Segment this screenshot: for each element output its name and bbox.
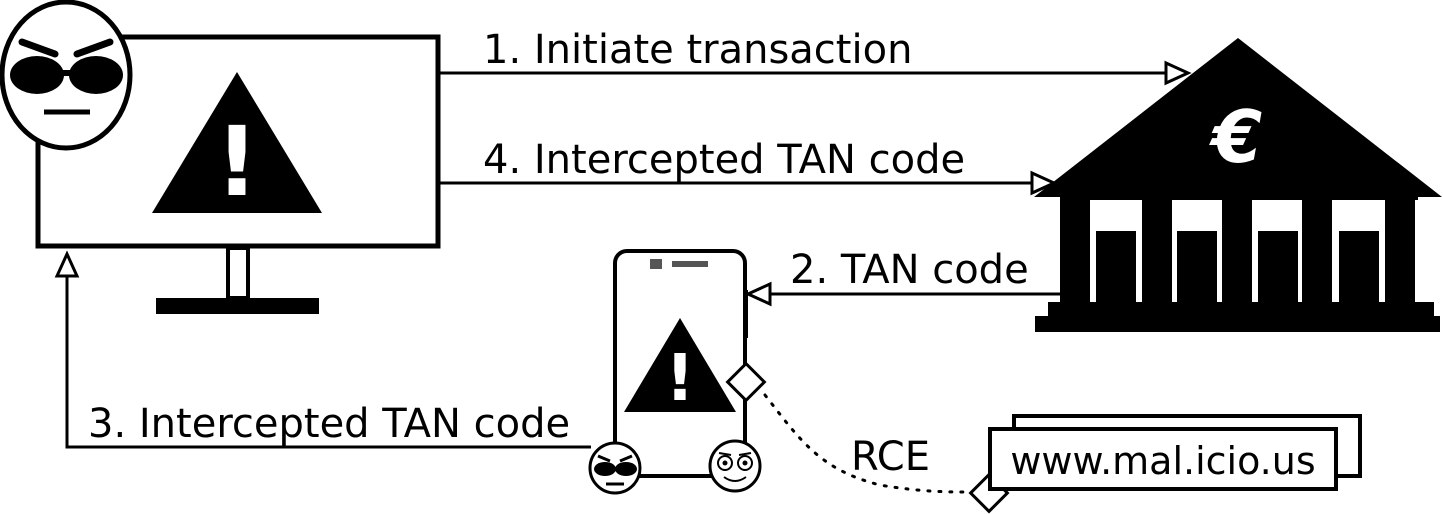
website-url: www.mal.icio.us [1010,439,1315,483]
warning-glyph: ! [215,106,259,218]
user-face-icon [708,439,762,493]
step4-label: 4. Intercepted TAN code [483,137,965,183]
step3-label: 3. Intercepted TAN code [88,401,570,447]
step2-label: 2. TAN code [790,247,1029,293]
phone-warning-glyph: ! [665,342,694,416]
arrow-intercepted-tan-to-bank [438,170,1058,196]
rce-label: RCE [851,434,930,480]
arrow-tan-code-to-phone [744,281,1060,307]
attacker-face-small-icon [588,441,642,495]
attacker-face-icon [0,0,133,151]
malicious-website-icon [988,414,1362,491]
monitor-warning-icon: ! [152,72,322,218]
phone-warning-icon: ! [624,318,736,416]
step1-label: 1. Initiate transaction [483,27,912,73]
arrow-initiate-transaction [438,60,1192,86]
bank-icon [1034,38,1442,332]
arrow-intercepted-tan-to-attacker [54,250,591,449]
euro-icon: € [1209,95,1262,179]
